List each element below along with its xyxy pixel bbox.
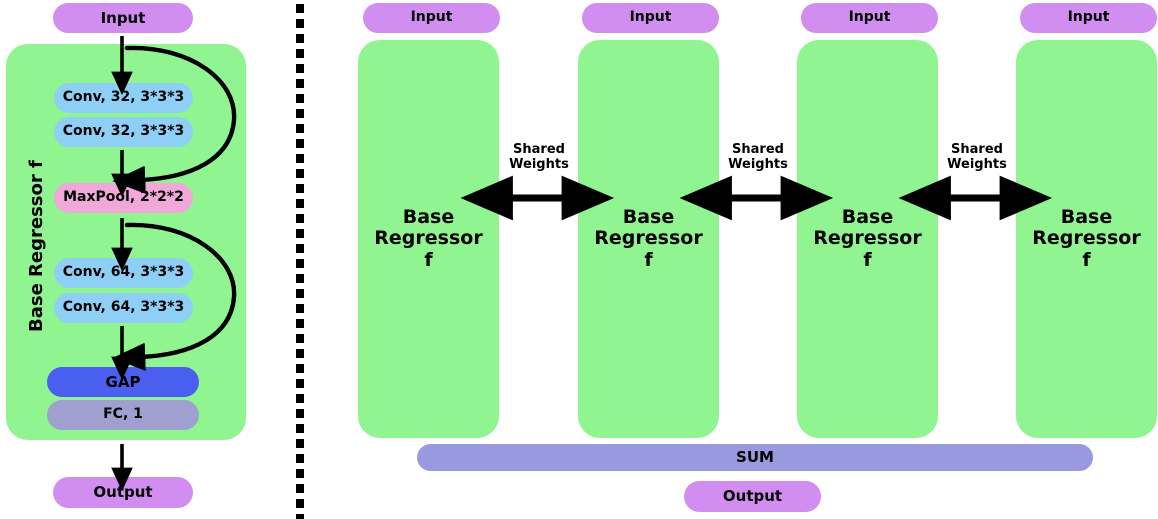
branch-4-input-pill: Input	[1020, 3, 1157, 33]
right-output-pill: Output	[684, 481, 821, 512]
panel-divider	[296, 4, 304, 519]
layer-conv1: Conv, 32, 3*3*3	[54, 83, 193, 113]
branch-2-input-pill: Input	[582, 3, 719, 33]
branch-4-regressor: Base Regressor f	[1016, 40, 1157, 438]
sum-bar: SUM	[417, 444, 1093, 471]
base-regressor-vertical-label: Base Regressor f	[26, 160, 47, 332]
layer-maxpool: MaxPool, 2*2*2	[54, 183, 193, 213]
left-input-pill: Input	[53, 3, 193, 33]
layer-gap: GAP	[47, 367, 199, 397]
shared-weights-label-1: Shared Weights	[509, 142, 569, 172]
shared-weights-label-3: Shared Weights	[947, 142, 1007, 172]
branch-2-regressor: Base Regressor f	[578, 40, 719, 438]
layer-fc: FC, 1	[47, 400, 199, 430]
left-output-pill: Output	[53, 477, 193, 508]
layer-conv2: Conv, 32, 3*3*3	[54, 117, 193, 147]
branch-3-regressor: Base Regressor f	[797, 40, 938, 438]
branch-1-regressor: Base Regressor f	[358, 40, 499, 438]
branch-1-input-pill: Input	[363, 3, 500, 33]
layer-conv4: Conv, 64, 3*3*3	[54, 293, 193, 323]
shared-weights-label-2: Shared Weights	[728, 142, 788, 172]
branch-3-input-pill: Input	[801, 3, 938, 33]
layer-conv3: Conv, 64, 3*3*3	[54, 258, 193, 288]
